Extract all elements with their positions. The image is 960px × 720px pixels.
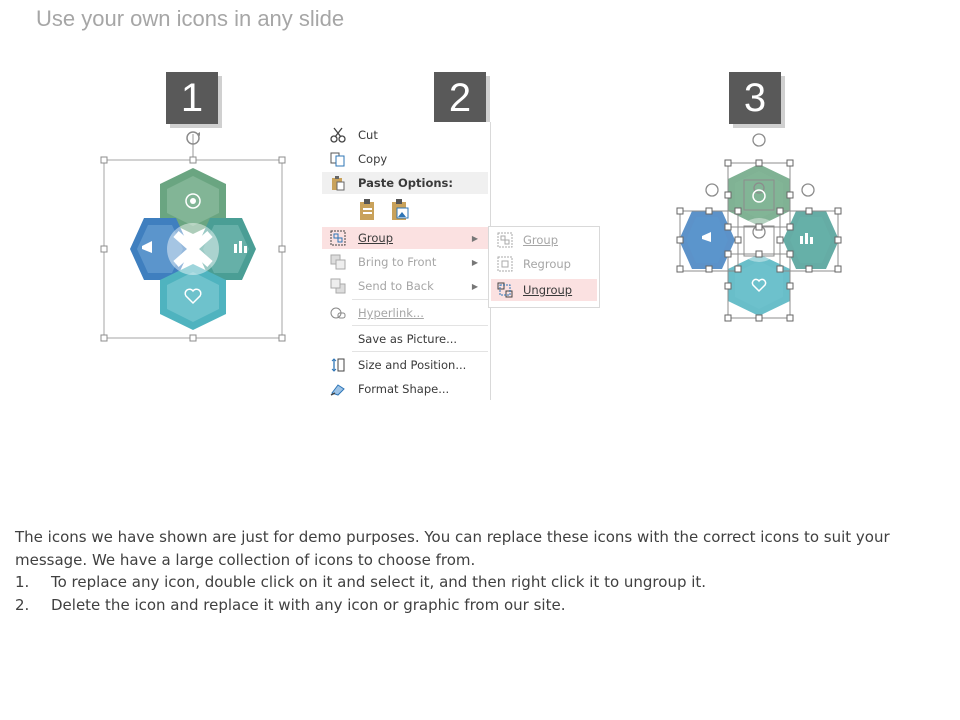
hyperlink-icon: [328, 305, 348, 321]
menu-item-cut[interactable]: Cut: [322, 124, 488, 146]
menu-item-save-as-picture[interactable]: Save as Picture...: [322, 328, 488, 350]
menu-label-paste-options: Paste Options:: [358, 176, 454, 190]
menu-label-cut: Cut: [358, 128, 378, 142]
instruction-step-1: 1. To replace any icon, double click on …: [15, 571, 935, 594]
grouped-hexagon-graphic[interactable]: [96, 126, 296, 346]
submenu-arrow-icon: ▶: [471, 233, 478, 243]
ungrouped-hexagon-graphic[interactable]: [672, 126, 852, 331]
menu-item-format-shape[interactable]: Format Shape...: [322, 378, 488, 400]
menu-item-size-and-position[interactable]: Size and Position...: [322, 354, 488, 376]
menu-item-copy[interactable]: Copy: [322, 148, 488, 170]
submenu-label-group: Group: [523, 233, 559, 247]
copy-icon: [328, 151, 348, 167]
paste-keep-formatting-icon[interactable]: [358, 198, 378, 224]
menu-header-paste-options: Paste Options:: [322, 172, 488, 194]
step-badge-2: 2: [434, 72, 486, 124]
group-submenu: Group Regroup Ungroup: [488, 226, 600, 308]
submenu-arrow-icon: ▶: [471, 257, 478, 267]
bar-chart-icon: [800, 233, 813, 244]
step-badge-3: 3: [729, 72, 781, 124]
submenu-item-ungroup[interactable]: Ungroup: [491, 279, 597, 301]
step-text: To replace any icon, double click on it …: [51, 573, 707, 591]
submenu-label-regroup: Regroup: [523, 257, 571, 271]
target-icon: [752, 189, 766, 203]
bring-front-icon: [328, 254, 348, 270]
scissors-icon: [328, 127, 348, 143]
menu-separator: [352, 351, 488, 352]
menu-item-hyperlink[interactable]: Hyperlink...: [322, 302, 488, 324]
heart-icon: [751, 278, 767, 293]
rotate-handle-icon[interactable]: [705, 133, 815, 239]
instruction-step-2: 2. Delete the icon and replace it with a…: [15, 594, 935, 617]
menu-separator: [352, 299, 488, 300]
submenu-item-group[interactable]: Group: [491, 229, 597, 251]
menu-label-copy: Copy: [358, 152, 388, 166]
size-position-icon: [328, 357, 348, 373]
menu-label-save-as-picture: Save as Picture...: [358, 332, 458, 346]
step-text: Delete the icon and replace it with any …: [51, 595, 566, 614]
submenu-label-ungroup: Ungroup: [523, 283, 573, 297]
heart-icon: [184, 288, 202, 305]
instructions: The icons we have shown are just for dem…: [15, 526, 935, 616]
submenu-arrow-icon: ▶: [471, 281, 478, 291]
paste-icon: [328, 175, 348, 191]
menu-label-send-to-back: Send to Back: [358, 279, 434, 293]
megaphone-icon: [142, 241, 152, 253]
step-badge-1: 1: [166, 72, 218, 124]
regroup-icon: [495, 256, 515, 272]
menu-separator: [352, 325, 488, 326]
paste-picture-icon[interactable]: [390, 198, 410, 224]
group-icon: [328, 230, 348, 246]
megaphone-icon: [702, 232, 711, 242]
menu-item-bring-to-front[interactable]: Bring to Front ▶: [322, 251, 488, 273]
menu-item-send-to-back[interactable]: Send to Back ▶: [322, 275, 488, 297]
group-icon: [495, 232, 515, 248]
menu-label-size-and-position: Size and Position...: [358, 358, 467, 372]
slide-title: Use your own icons in any slide: [36, 6, 345, 31]
step-number: 2.: [15, 595, 30, 614]
intro-paragraph: The icons we have shown are just for dem…: [15, 528, 890, 569]
format-shape-icon: [328, 381, 348, 397]
ungroup-icon: [495, 282, 515, 298]
submenu-item-regroup[interactable]: Regroup: [491, 253, 597, 275]
menu-label-bring-to-front: Bring to Front: [358, 255, 437, 269]
step-number: 1.: [15, 573, 30, 591]
rotate-handle-icon[interactable]: [186, 131, 200, 145]
target-icon: [185, 193, 201, 209]
paste-option-buttons: [358, 198, 418, 224]
context-menu: Cut Copy Paste Options: Group ▶ Bring to…: [322, 122, 491, 400]
menu-label-group: Group: [358, 231, 394, 245]
menu-item-group[interactable]: Group ▶: [322, 227, 488, 249]
send-back-icon: [328, 278, 348, 294]
menu-label-hyperlink: Hyperlink...: [358, 306, 424, 320]
menu-label-format-shape: Format Shape...: [358, 382, 450, 396]
bar-chart-icon: [234, 241, 247, 253]
